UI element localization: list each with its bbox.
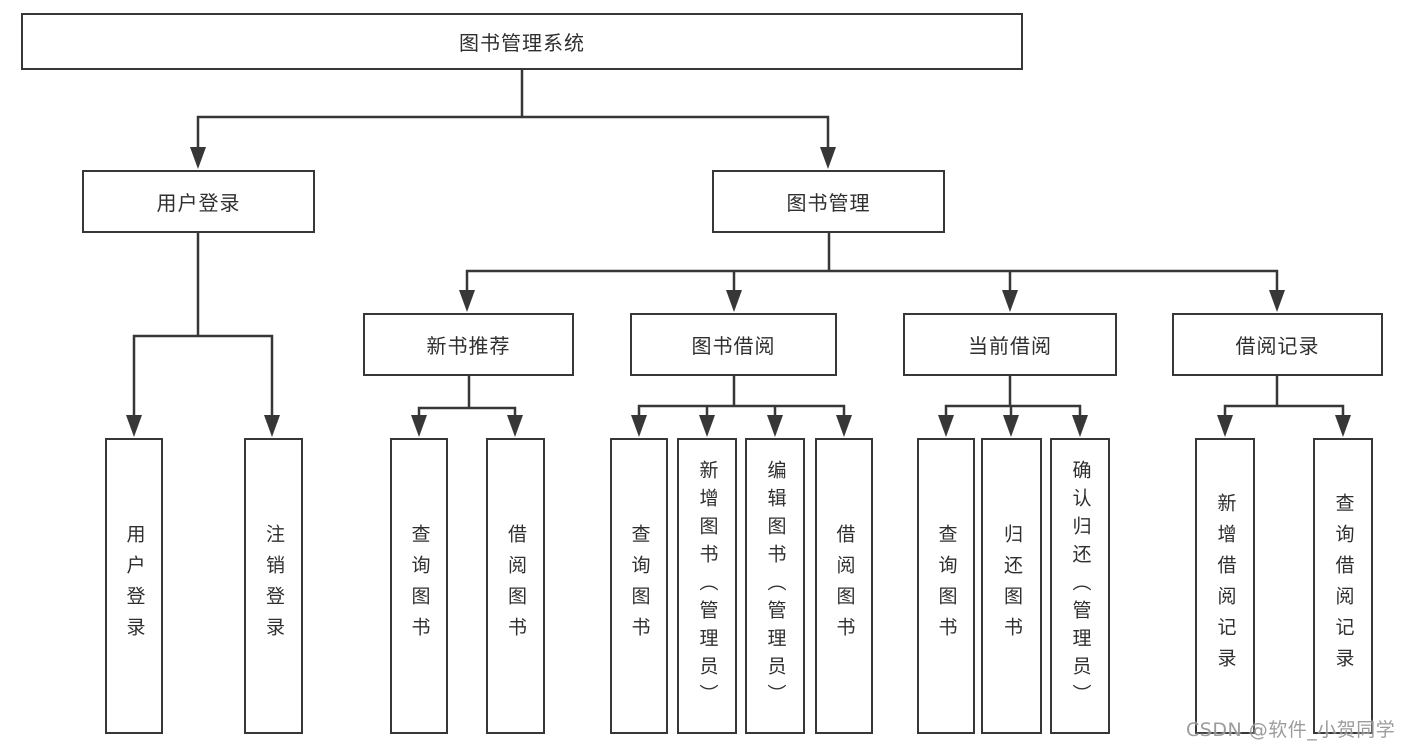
leaf-query-book-2: 查询图书 [610,438,668,734]
leaf-confirm-return-admin-label: 确认归还（管理员） [1069,460,1092,712]
leaf-logout-login-label: 注销登录 [262,524,285,648]
node-root-label: 图书管理系统 [459,31,585,55]
node-new-book-recommend: 新书推荐 [363,313,574,376]
leaf-user-login: 用户登录 [105,438,163,734]
node-new-book-recommend-label: 新书推荐 [426,334,511,358]
leaf-borrow-book-2-label: 借阅图书 [833,524,856,648]
node-borrow-record: 借阅记录 [1172,313,1383,376]
node-user-login-label: 用户登录 [156,191,241,215]
leaf-query-borrow-record: 查询借阅记录 [1313,438,1373,734]
leaf-query-book-2-label: 查询图书 [628,524,651,648]
leaf-query-book-1: 查询图书 [390,438,448,734]
leaf-user-login-label: 用户登录 [123,524,146,648]
node-book-management: 图书管理 [712,170,945,233]
node-current-borrow: 当前借阅 [903,313,1117,376]
leaf-return-book-label: 归还图书 [1000,524,1023,648]
leaf-add-book-admin-label: 新增图书（管理员） [696,460,719,712]
node-root: 图书管理系统 [21,13,1023,70]
leaf-edit-book-admin: 编辑图书（管理员） [745,438,805,734]
leaf-add-borrow-record: 新增借阅记录 [1195,438,1255,734]
leaf-query-book-3: 查询图书 [917,438,975,734]
node-user-login: 用户登录 [82,170,315,233]
leaf-logout-login: 注销登录 [244,438,303,734]
leaf-confirm-return-admin: 确认归还（管理员） [1050,438,1110,734]
node-book-borrow-label: 图书借阅 [691,334,776,358]
leaf-return-book: 归还图书 [981,438,1042,734]
leaf-query-borrow-record-label: 查询借阅记录 [1332,493,1355,679]
node-book-management-label: 图书管理 [786,191,871,215]
leaf-query-book-1-label: 查询图书 [408,524,431,648]
leaf-edit-book-admin-label: 编辑图书（管理员） [764,460,787,712]
leaf-add-book-admin: 新增图书（管理员） [677,438,737,734]
leaf-borrow-book-2: 借阅图书 [815,438,873,734]
leaf-borrow-book-1-label: 借阅图书 [504,524,527,648]
csdn-watermark: CSDN @软件_小贺同学 [1186,719,1396,741]
node-book-borrow: 图书借阅 [630,313,837,376]
node-borrow-record-label: 借阅记录 [1235,334,1320,358]
node-current-borrow-label: 当前借阅 [968,334,1052,358]
leaf-borrow-book-1: 借阅图书 [486,438,545,734]
leaf-add-borrow-record-label: 新增借阅记录 [1214,493,1237,679]
leaf-query-book-3-label: 查询图书 [935,524,958,648]
